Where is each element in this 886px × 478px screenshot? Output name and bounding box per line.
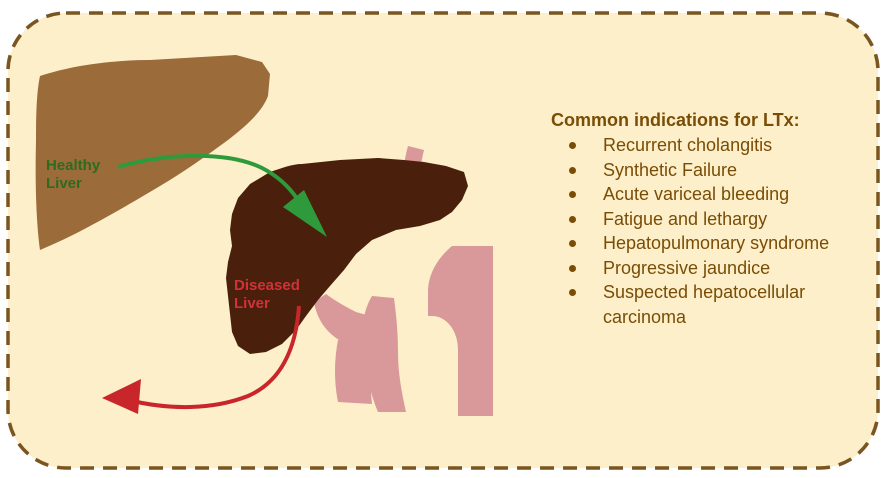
list-item: Hepatopulmonary syndrome	[551, 231, 843, 256]
list-item-label: Synthetic Failure	[603, 160, 737, 180]
list-item: Recurrent cholangitis	[551, 133, 843, 158]
bullet-icon	[569, 289, 576, 296]
bullet-icon	[569, 240, 576, 247]
list-item-label: Acute variceal bleeding	[603, 184, 789, 204]
list-item-label: Hepatopulmonary syndrome	[603, 233, 829, 253]
list-item-label: Fatigue and lethargy	[603, 209, 767, 229]
bullet-icon	[569, 167, 576, 174]
list-item-label: Recurrent cholangitis	[603, 135, 772, 155]
list-item: Progressive jaundice	[551, 256, 843, 281]
list-item-label: Progressive jaundice	[603, 258, 770, 278]
indications-heading: Common indications for LTx:	[551, 109, 821, 131]
list-item: Synthetic Failure	[551, 158, 843, 183]
list-item: Suspected hepatocellular carcinoma	[551, 280, 843, 329]
list-item-label: Suspected hepatocellular carcinoma	[603, 282, 805, 327]
indications-panel: Common indications for LTx: Recurrent ch…	[551, 109, 851, 329]
indications-list: Recurrent cholangitis Synthetic Failure …	[551, 133, 851, 329]
bullet-icon	[569, 191, 576, 198]
diseased-liver-label: Diseased Liver	[234, 277, 324, 313]
healthy-liver-label: Healthy Liver	[46, 157, 126, 193]
list-item: Acute variceal bleeding	[551, 182, 843, 207]
list-item: Fatigue and lethargy	[551, 207, 843, 232]
bullet-icon	[569, 265, 576, 272]
bullet-icon	[569, 142, 576, 149]
bullet-icon	[569, 216, 576, 223]
